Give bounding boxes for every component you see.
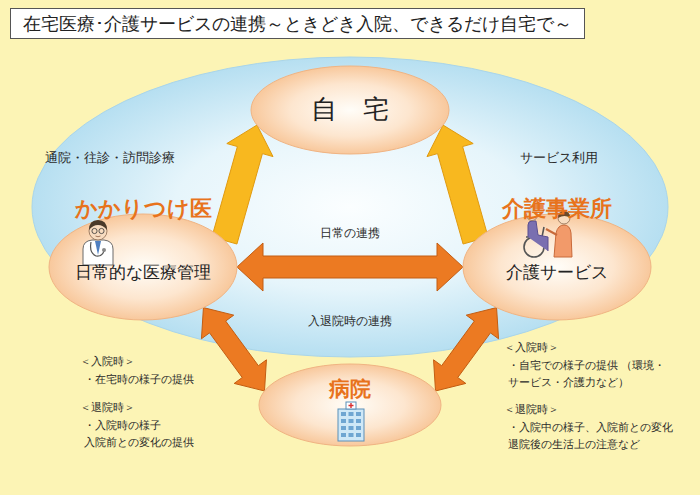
note-box: ＜入院時＞ <box>80 354 135 371</box>
ellipse-outline <box>251 66 449 154</box>
edge-label-box: 日常の連携 <box>300 224 400 242</box>
note-text: ＜入院時＞ <box>504 340 559 357</box>
ellipse-node: かかりつけ医日常的な医療管理 <box>48 195 238 321</box>
doctor-icon <box>83 220 113 265</box>
edge-label-box: 通院・往診・訪問診療 <box>45 148 175 168</box>
ellipse-shape <box>258 363 442 447</box>
block-arrow <box>427 125 488 244</box>
ellipse-node: 病院 <box>258 363 442 447</box>
title-box: 在宅医療･介護サービスの連携～ときどき入院、できるだけ自宅で～ <box>10 8 585 39</box>
ellipse-outline <box>259 364 441 446</box>
ellipse-node: 自 宅 <box>250 65 450 155</box>
node-heading: かかりつけ医 <box>75 196 212 222</box>
note-text: 入退院時の連携 <box>290 312 410 330</box>
double-block-arrow <box>434 308 499 391</box>
note-box: ・自宅での様子の提供 （環境・サービス・介護力など） <box>508 358 683 391</box>
note-box: 入退院時の連携 <box>290 312 410 330</box>
care-region-ellipse <box>32 57 668 357</box>
node-text: 介護サービス <box>506 262 608 282</box>
note-box: ＜退院時＞ <box>80 400 135 417</box>
hospital-icon <box>338 402 364 441</box>
note-text: ・入院中の様子、入院前との変化 退院後の生活上の注意など <box>508 420 683 453</box>
node-text: 日常的な医療管理 <box>75 262 211 282</box>
note-text: ・在宅時の様子の提供 <box>84 372 194 389</box>
ellipse-node: 介護事業所介護サービス <box>462 195 652 321</box>
note-box: ・在宅時の様子の提供 <box>84 372 194 389</box>
note-box: ＜退院時＞ <box>504 402 559 419</box>
note-text: ・入院時の様子 入院前との変化の提供 <box>84 418 214 451</box>
ellipse-outline <box>49 214 237 320</box>
note-text: ＜退院時＞ <box>504 402 559 419</box>
edge-label: 通院・往診・訪問診療 <box>45 148 175 168</box>
node-heading: 介護事業所 <box>502 196 612 222</box>
edge-label: 日常の連携 <box>300 224 400 242</box>
ellipse-outline <box>463 214 651 320</box>
note-box: ・入院時の様子 入院前との変化の提供 <box>84 418 214 451</box>
block-arrow <box>212 125 273 244</box>
note-box: ＜入院時＞ <box>504 340 559 357</box>
node-text: 自 宅 <box>311 94 389 125</box>
note-text: ・自宅での様子の提供 （環境・サービス・介護力など） <box>508 358 683 391</box>
edge-label-box: サービス利用 <box>520 148 598 168</box>
note-text: ＜入院時＞ <box>80 354 135 371</box>
note-box: ・入院中の様子、入院前との変化 退院後の生活上の注意など <box>508 420 683 453</box>
double-block-arrow <box>237 243 463 291</box>
title-text: 在宅医療･介護サービスの連携～ときどき入院、できるだけ自宅で～ <box>23 12 572 35</box>
double-block-arrow <box>201 308 266 391</box>
note-text: ＜退院時＞ <box>80 400 135 417</box>
node-text: 病院 <box>329 377 371 402</box>
edge-label: サービス利用 <box>520 148 598 168</box>
